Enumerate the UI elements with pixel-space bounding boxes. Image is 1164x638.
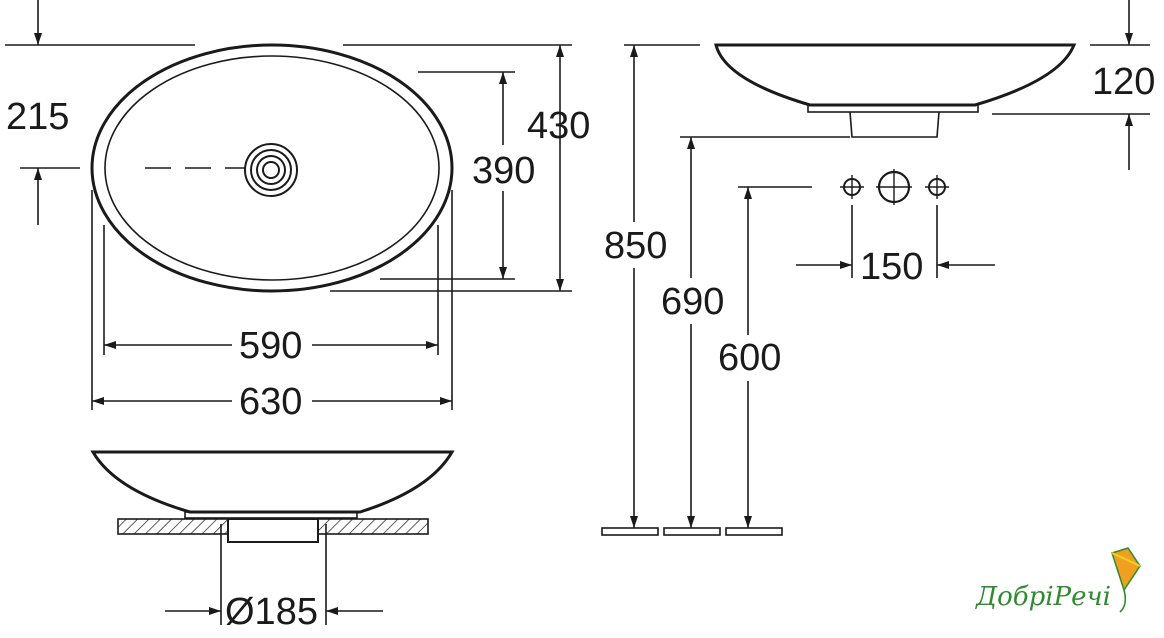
dim-600: 600 [718,337,781,379]
basin-inner-rim [104,55,440,281]
front-view: Ø185 [90,450,455,633]
dim-850: 850 [604,225,667,267]
floor-marker-690 [663,527,721,536]
dim-390: 390 [472,150,535,192]
top-view: 215 430 390 590 630 [5,0,590,423]
floor-marker-600 [725,527,783,536]
countertop-left [117,518,229,535]
brand-logo: ДобріРечі [975,547,1141,613]
drain-body [227,518,319,543]
countertop-right [317,518,429,535]
dim-690: 690 [661,281,724,323]
drain-side [849,111,940,138]
dim-430: 430 [527,105,590,147]
dim-150: 150 [860,246,923,288]
basin-outer-rim [90,43,454,293]
tap-hole-right-icon [925,175,949,199]
logo-text: ДобріРечі [975,582,1111,612]
side-view: 120 850 690 600 [601,0,1155,536]
dim-185: Ø185 [225,591,318,633]
basin-profile [90,450,455,514]
tap-hole-center-icon [876,169,912,205]
basin-side-profile [714,43,1077,107]
dim-630: 630 [239,381,302,423]
floor-marker-850 [601,527,659,536]
dim-590: 590 [239,325,302,367]
drain-icon [244,143,298,197]
tap-hole-left-icon [840,175,864,199]
dim-120: 120 [1092,61,1155,103]
dim-215: 215 [6,96,69,138]
